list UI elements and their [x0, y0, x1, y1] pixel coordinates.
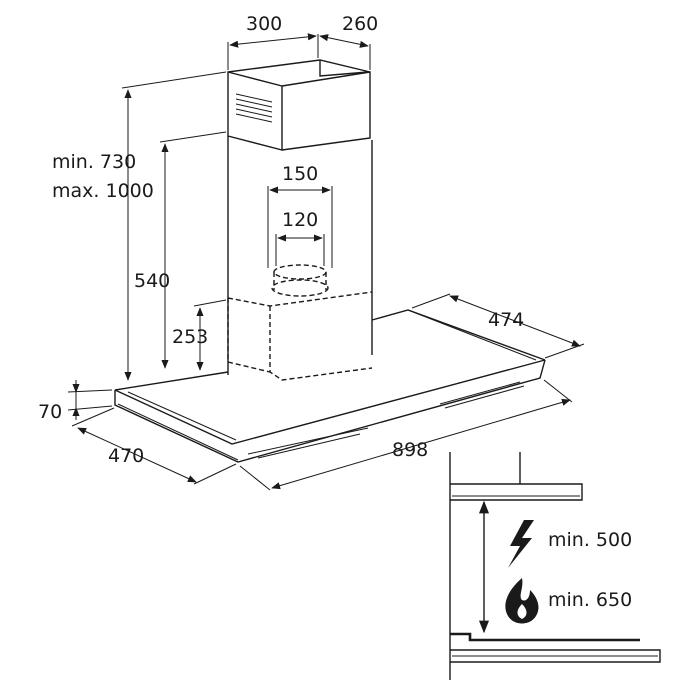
- label-max-1000: max. 1000: [52, 180, 154, 202]
- dimension-chimney-depth: 260: [319, 13, 378, 70]
- label-min-730: min. 730: [52, 151, 136, 173]
- label-470: 470: [108, 445, 144, 467]
- label-300: 300: [246, 13, 282, 35]
- lightning-icon: [508, 520, 534, 568]
- motor-box: [227, 264, 373, 381]
- label-120: 120: [282, 209, 318, 231]
- chimney-vent: [235, 93, 273, 123]
- dimension-canopy-width: 898: [239, 379, 573, 491]
- chimney: [227, 59, 373, 375]
- label-898: 898: [392, 439, 428, 461]
- label-474: 474: [488, 309, 524, 331]
- label-min-650: min. 650: [548, 589, 632, 611]
- label-540: 540: [134, 270, 170, 292]
- dimension-canopy-side: 470: [71, 407, 237, 485]
- label-70: 70: [38, 401, 62, 423]
- dimension-total-height: min. 730 max. 1000: [52, 71, 227, 381]
- dimension-chimney-height: 540: [134, 131, 227, 369]
- flame-icon: [505, 578, 539, 624]
- dimension-canopy-thickness: 70: [38, 380, 113, 423]
- dimension-duct-inner: 120: [275, 209, 325, 266]
- label-min-500: min. 500: [548, 529, 632, 551]
- dimension-chimney-width: 300: [227, 13, 319, 70]
- dimension-canopy-depth: 474: [411, 293, 585, 359]
- dimension-motor-height: 253: [172, 299, 227, 371]
- label-260: 260: [342, 13, 378, 35]
- label-150: 150: [282, 163, 318, 185]
- clearance-diagram: min. 500 min. 650: [449, 452, 661, 680]
- label-253: 253: [172, 326, 208, 348]
- dimension-duct-outer: 150: [267, 163, 333, 268]
